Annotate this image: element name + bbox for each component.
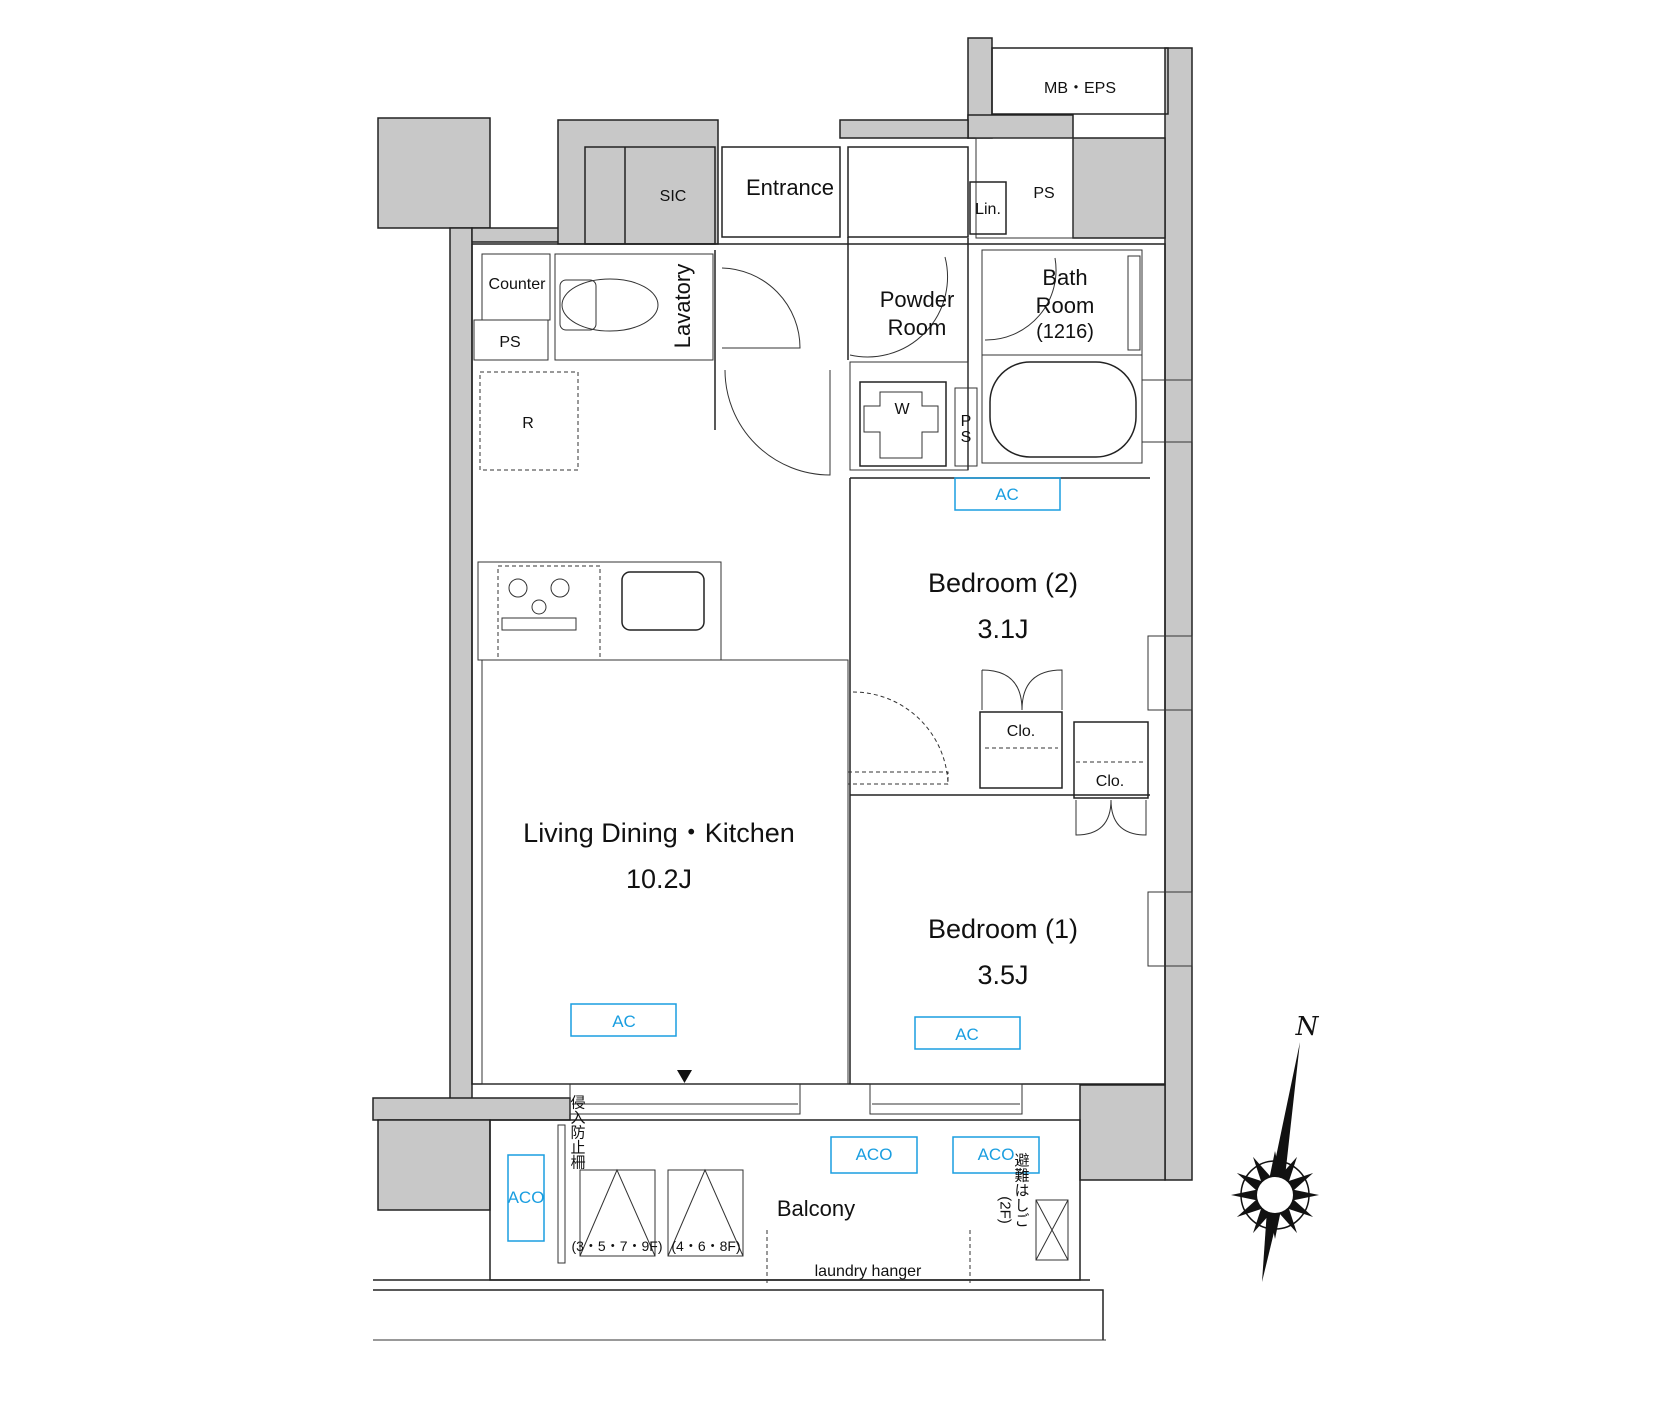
label-lavatory: Lavatory — [670, 264, 695, 348]
label-laundry-hanger: laundry hanger — [815, 1263, 922, 1280]
label-entrance: Entrance — [746, 175, 834, 200]
label-mb-eps: MB・EPS — [1044, 80, 1116, 97]
structural-walls — [372, 37, 1193, 1211]
aco-label-mid: ACO — [856, 1145, 893, 1164]
label-ldk: Living Dining・Kitchen — [523, 818, 795, 848]
compass-icon: N — [1231, 1012, 1320, 1282]
label-floors-b: (4・6・8F) — [671, 1238, 740, 1254]
ac-label-bedroom1: AC — [955, 1025, 979, 1044]
label-ps-top: PS — [1033, 185, 1054, 202]
label-balcony: Balcony — [777, 1196, 855, 1221]
label-bedroom1: Bedroom (1) — [928, 914, 1078, 944]
label-bedroom1-size: 3.5J — [977, 960, 1028, 990]
aco-box-right — [952, 1136, 1040, 1174]
balcony-area — [373, 1119, 1106, 1341]
label-counter: Counter — [489, 276, 547, 293]
windows — [991, 47, 1193, 967]
label-fence: 侵入防止柵 — [569, 1095, 586, 1170]
aco-label-right: ACO — [978, 1145, 1015, 1164]
ac-box-bedroom1 — [914, 1016, 1021, 1050]
aco-box-mid — [830, 1136, 918, 1174]
ac-label-ldk: AC — [612, 1012, 636, 1031]
stove-burners — [501, 578, 577, 631]
label-refrigerator: R — [522, 415, 534, 432]
label-bath-1: Bath — [1042, 265, 1087, 290]
label-closet-a: Clo. — [1007, 723, 1035, 740]
label-floors-a: (3・5・7・9F) — [571, 1238, 662, 1254]
interior-walls — [471, 137, 1166, 1115]
ac-label-bedroom2: AC — [995, 485, 1019, 504]
label-bedroom2: Bedroom (2) — [928, 568, 1078, 598]
label-closet-b: Clo. — [1096, 773, 1124, 790]
label-bath-3: (1216) — [1036, 321, 1094, 343]
compass-north-label: N — [1295, 1012, 1320, 1042]
aco-label-left: ACO — [508, 1188, 545, 1207]
label-ladder: 避難はしご — [1013, 1153, 1030, 1228]
aco-box-left — [507, 1154, 545, 1242]
label-bedroom2-size: 3.1J — [977, 614, 1028, 644]
label-ps-mid-2: S — [961, 429, 972, 446]
label-washer: W — [894, 401, 910, 418]
label-ps-left: PS — [499, 334, 520, 351]
label-powder-1: Powder — [880, 287, 955, 312]
ac-box-bedroom2 — [954, 477, 1061, 511]
label-ladder-floor: (2F) — [997, 1196, 1014, 1224]
ac-box-ldk — [570, 1003, 677, 1037]
label-ps-mid-1: P — [961, 413, 972, 430]
label-bath-2: Room — [1036, 293, 1095, 318]
label-powder-2: Room — [888, 315, 947, 340]
label-ldk-size: 10.2J — [626, 864, 692, 894]
label-linen: Lin. — [975, 201, 1001, 218]
entry-arrow-icon — [677, 1070, 692, 1083]
label-sic: SIC — [660, 188, 687, 205]
